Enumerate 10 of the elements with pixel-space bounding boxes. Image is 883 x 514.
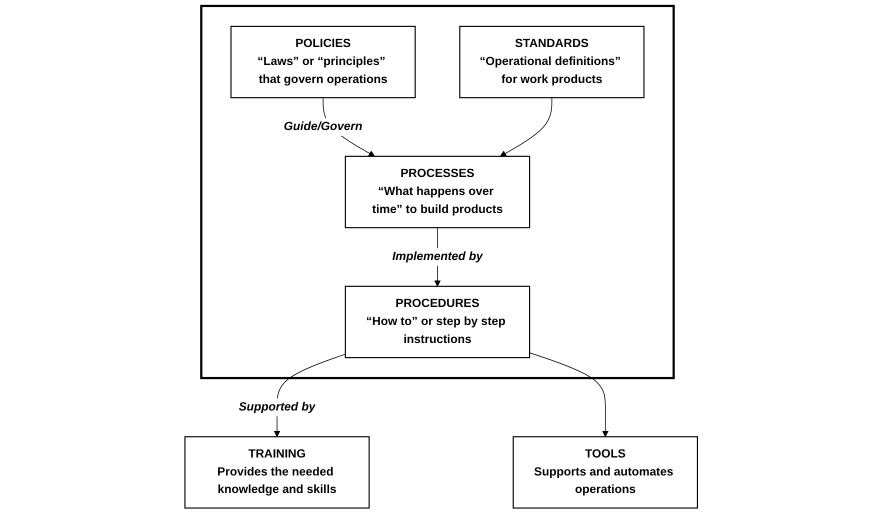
node-box: POLICIES “Laws” or “principles” that govern operations (230, 26, 416, 98)
node-box: TOOLS Supports and automates operations (512, 436, 698, 509)
edge-label: Guide/Govern (284, 120, 363, 133)
arrow (530, 352, 609, 438)
node-box: STANDARDS “Operational definitions” for work products (460, 26, 645, 98)
node-box: PROCESSES “What happens over time” to build products (345, 156, 530, 228)
node-box: TRAINING Provides the needed knowledge and skills (184, 436, 370, 509)
node-box: PROCEDURES “How to” or step by step instructions (345, 286, 530, 358)
arrow (500, 97, 553, 157)
cluster (200, 4, 676, 380)
